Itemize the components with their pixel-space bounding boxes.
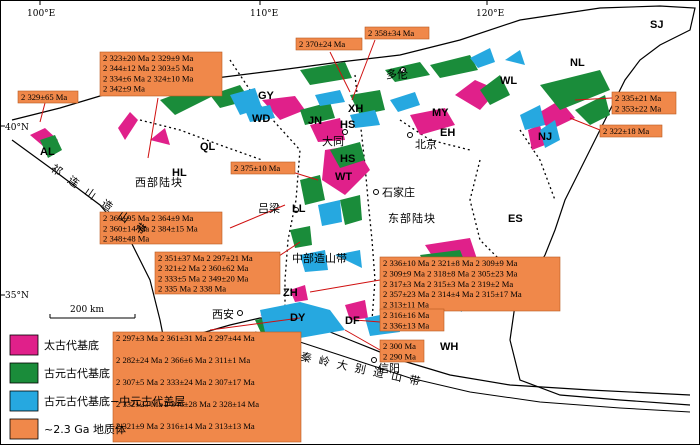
region-eastern-block-label: 东部陆块 bbox=[388, 211, 436, 225]
inner-belt-boundary bbox=[139, 119, 263, 161]
code-eh: EH bbox=[440, 127, 455, 139]
age-box-text: 2 329±65 Ma bbox=[21, 92, 67, 102]
graticule-ticks bbox=[0, 0, 488, 296]
age-box bbox=[379, 256, 561, 312]
code-dy: DY bbox=[290, 312, 306, 324]
legend-age-label: ~2.3 Ga 地质体 bbox=[44, 422, 126, 436]
code-xh: XH bbox=[348, 103, 363, 115]
legend-paleo-label: 古元古代基底 bbox=[44, 366, 110, 380]
unit-codes: SJ NL WL MY EH GY WD JN XH HS HS WT LL Z… bbox=[40, 19, 663, 353]
lon-120-label: 120°E bbox=[476, 9, 504, 19]
code-al: AL bbox=[40, 146, 55, 158]
age-box bbox=[379, 308, 445, 332]
age-box bbox=[379, 339, 425, 363]
age-box bbox=[611, 91, 677, 115]
legend-age-swatch bbox=[9, 418, 39, 440]
code-nl: NL bbox=[570, 57, 585, 69]
age-box bbox=[295, 37, 363, 51]
city-lvliang: 吕梁 bbox=[258, 201, 280, 215]
legend-paleo-meso-label: 古元古代基底−中元古代盖层 bbox=[44, 394, 185, 408]
code-nj: NJ bbox=[538, 131, 552, 143]
region-central-belt-label: 中部造山带 bbox=[292, 251, 347, 265]
age-box bbox=[99, 51, 223, 97]
code-hl: HL bbox=[172, 167, 187, 179]
legend-paleo-meso-swatch bbox=[9, 390, 39, 412]
age-box-text: 2 370±24 Ma bbox=[299, 39, 345, 49]
age-box-text: 2 358±34 Ma bbox=[368, 28, 414, 38]
age-box bbox=[599, 124, 663, 138]
age-box bbox=[99, 211, 223, 245]
code-ll: LL bbox=[292, 203, 306, 215]
lat-40-label: 40°N bbox=[5, 123, 29, 133]
code-ql: QL bbox=[200, 141, 216, 153]
age-box-text: 2 322±18 Ma bbox=[603, 126, 649, 136]
qinling-inner bbox=[254, 331, 691, 413]
code-df: DF bbox=[345, 315, 360, 327]
code-es: ES bbox=[508, 213, 523, 225]
code-wt: WT bbox=[335, 171, 352, 183]
code-jn: JN bbox=[308, 115, 322, 127]
city-xian: 西安 bbox=[212, 307, 234, 321]
southern-boundary bbox=[159, 317, 691, 396]
code-wd: WD bbox=[252, 113, 270, 125]
northern-dotted bbox=[399, 119, 471, 151]
code-gy: GY bbox=[258, 90, 275, 102]
legend-archean-swatch bbox=[9, 334, 39, 356]
lat-35-label: 35°N bbox=[5, 291, 29, 301]
code-sj: SJ bbox=[650, 19, 663, 31]
age-box bbox=[17, 90, 79, 104]
city-datong: 大同 bbox=[322, 134, 344, 148]
legend: 太古代基底 古元古代基底 古元古代基底−中元古代盖层 ~2.3 Ga 地质体 bbox=[9, 334, 185, 440]
age-box bbox=[364, 26, 430, 40]
cities bbox=[237, 67, 413, 363]
legend-archean-label: 太古代基底 bbox=[44, 338, 99, 352]
code-zh: ZH bbox=[283, 287, 298, 299]
city-duolun: 多伦 bbox=[386, 67, 408, 81]
age-box bbox=[154, 251, 281, 295]
city-beijing: 北京 bbox=[415, 137, 437, 151]
code-my: MY bbox=[432, 107, 449, 119]
code-hs-upper: HS bbox=[340, 119, 355, 131]
age-box bbox=[230, 161, 296, 175]
leader-lines bbox=[39, 39, 613, 351]
age-box-text: 2 375±10 Ma bbox=[234, 163, 280, 173]
region-western-block-label: 西部陆块 bbox=[135, 175, 183, 189]
lon-100-label: 100°E bbox=[27, 9, 55, 19]
craton-boundary bbox=[11, 5, 696, 406]
lon-110-label: 110°E bbox=[250, 9, 278, 19]
scale-bar-label: 200 km bbox=[70, 305, 104, 315]
trans-north-china-west-boundary bbox=[229, 59, 301, 310]
legend-paleo-swatch bbox=[9, 362, 39, 384]
age-box bbox=[112, 331, 302, 443]
code-wl: WL bbox=[500, 75, 517, 87]
city-shijiazhuang: 石家庄 bbox=[382, 185, 415, 199]
scale-bar bbox=[49, 314, 136, 319]
code-wh: WH bbox=[440, 341, 458, 353]
city-xinyang: 信阳 bbox=[378, 362, 400, 375]
code-hs: HS bbox=[340, 153, 355, 165]
